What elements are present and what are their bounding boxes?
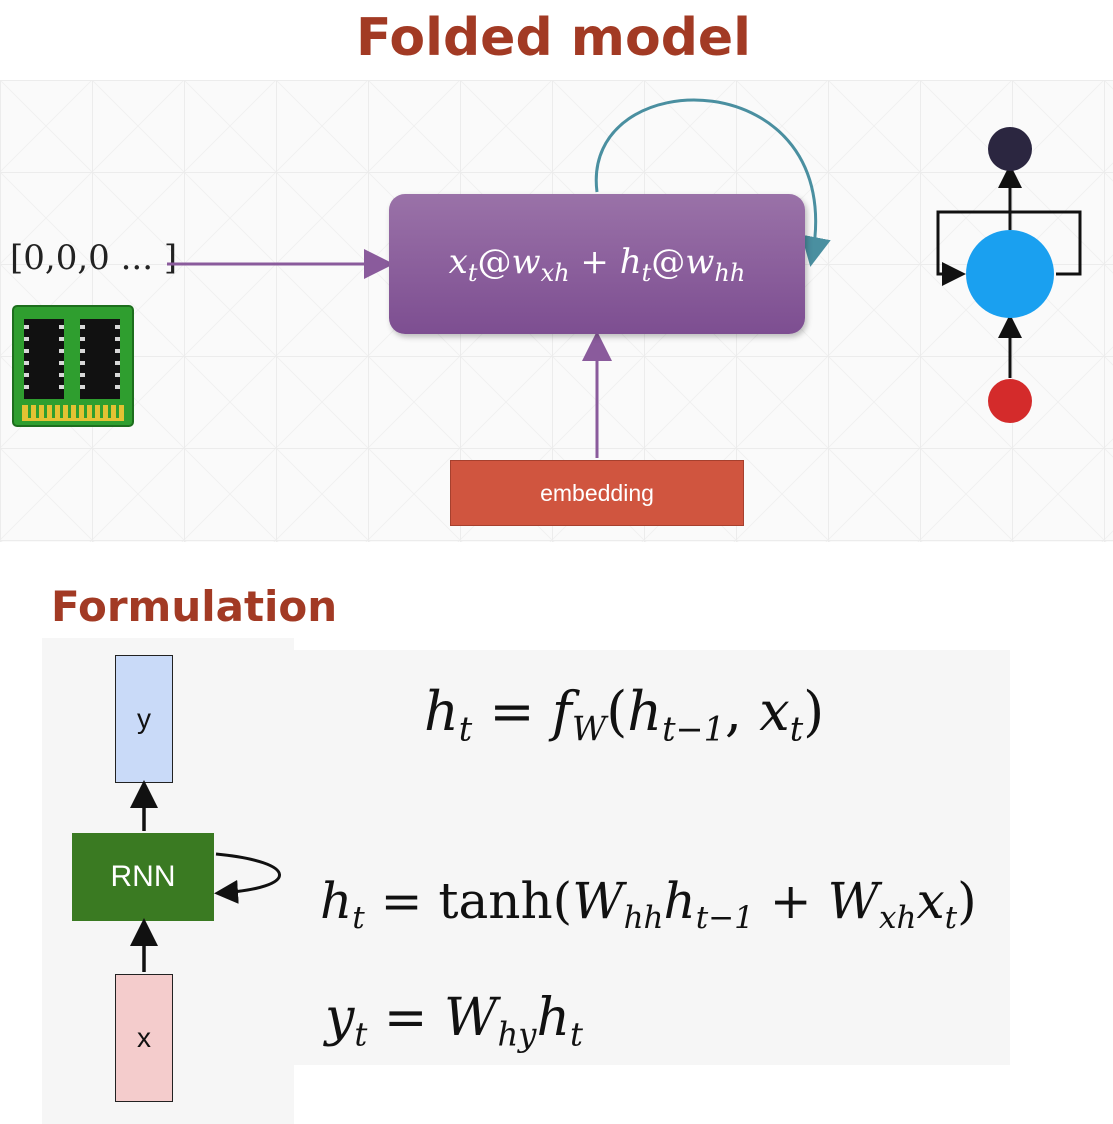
embedding-box: embedding — [450, 460, 744, 526]
formulation-title: Formulation — [51, 582, 338, 631]
memory-chip-icon — [12, 305, 134, 427]
recurrent-cell-box: xt@wxh + ht@whh — [389, 194, 805, 334]
folded-model-title: Folded model — [356, 8, 752, 68]
folded-model-arrows — [167, 98, 831, 458]
input-vector-label: [0,0,0 ... ] — [10, 238, 178, 278]
equations-panel — [294, 650, 1010, 1065]
recurrent-loop-arrow — [594, 98, 831, 267]
rnn-node-diagram — [936, 127, 1082, 423]
equation-1: ht = fW(ht−1, xt) — [424, 680, 825, 749]
equation-3: yt = Whyht — [325, 988, 583, 1054]
rnn-box: RNN — [72, 833, 214, 921]
hidden-node — [966, 230, 1054, 318]
output-y-box: y — [115, 655, 173, 783]
box-formula: xt@wxh + ht@whh — [448, 241, 746, 287]
output-node — [988, 127, 1032, 171]
input-x-box: x — [115, 974, 173, 1102]
input-node — [988, 379, 1032, 423]
equation-2: ht = tanh(Whhht−1 + Wxhxt) — [320, 872, 977, 936]
